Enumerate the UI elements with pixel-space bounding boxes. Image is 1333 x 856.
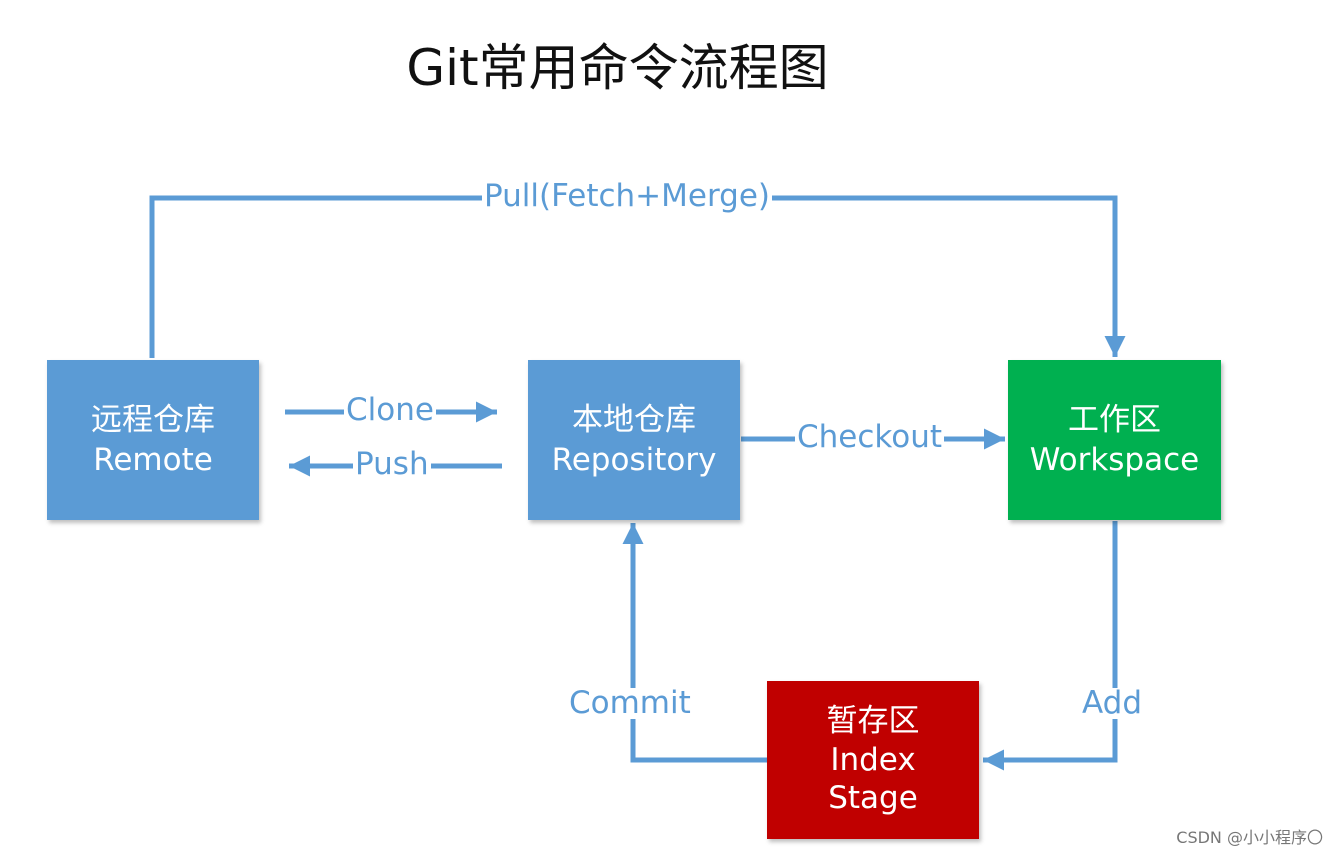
stage-label-index: Index <box>830 741 916 778</box>
local-repository-box: 本地仓库 Repository <box>528 360 740 520</box>
diagram-title: Git常用命令流程图 <box>406 39 829 97</box>
commit-label: Commit <box>567 685 693 721</box>
staging-area-box: 暂存区 Index Stage <box>767 681 979 839</box>
repository-label-en: Repository <box>551 442 717 478</box>
checkout-label: Checkout <box>795 419 945 455</box>
add-label: Add <box>1080 685 1145 721</box>
stage-label-cn: 暂存区 <box>826 702 920 739</box>
pull-label: Pull(Fetch+Merge) <box>482 178 773 214</box>
repository-label-cn: 本地仓库 <box>572 401 696 438</box>
pull-arrow <box>149 195 1126 358</box>
add-arrow <box>983 521 1118 771</box>
remote-repository-box: 远程仓库 Remote <box>47 360 259 520</box>
remote-label-en: Remote <box>93 442 213 478</box>
commit-arrow <box>622 523 767 763</box>
watermark: CSDN @小小程序〇 <box>1176 828 1323 847</box>
remote-label-cn: 远程仓库 <box>91 401 215 438</box>
workspace-label-cn: 工作区 <box>1068 401 1161 438</box>
clone-label: Clone <box>344 392 436 428</box>
workspace-label-en: Workspace <box>1029 442 1200 478</box>
push-label: Push <box>353 446 431 482</box>
stage-label-stage: Stage <box>828 780 918 817</box>
workspace-box: 工作区 Workspace <box>1008 360 1221 520</box>
